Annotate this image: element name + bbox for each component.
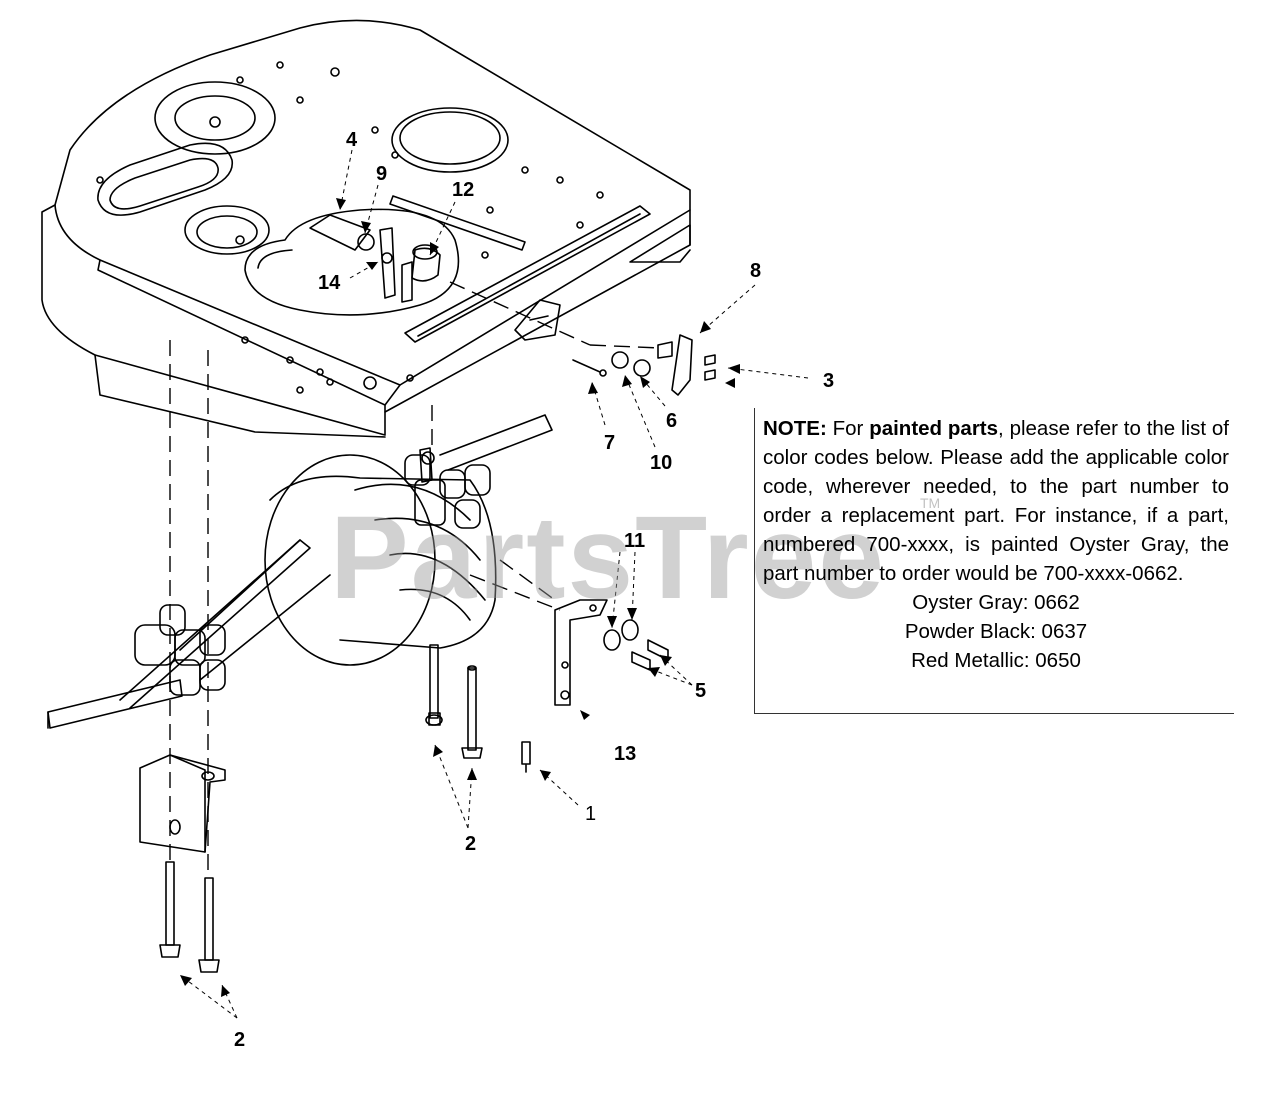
callout-14: 14 [318,272,341,294]
callout-3: 3 [823,370,834,392]
callout-11: 11 [624,530,645,552]
callout-10: 10 [650,452,672,474]
callout-12: 12 [452,179,474,201]
watermark-trademark: TM [920,495,940,511]
transaxle-assembly [47,414,553,729]
callout-1: 1 [585,803,596,825]
note-text-2: , please refer to the list of color code… [763,417,1229,585]
note-text-1: For [826,417,870,440]
callout-4: 4 [346,129,358,151]
pivot-hardware [309,214,441,303]
callout-7: 7 [604,432,615,454]
bottom-bracket [139,754,226,853]
color-code-note: NOTE: For painted parts, please refer to… [754,408,1234,714]
callout-8: 8 [750,260,761,282]
callout-2-bottom: 2 [234,1029,245,1051]
callout-6: 6 [666,410,677,432]
note-emphasis: painted parts [869,417,999,440]
callout-9: 9 [376,163,387,185]
leader-arrowheads [180,198,740,997]
color-code-oyster-gray: Oyster Gray: 0662 [912,591,1080,614]
callout-2-center: 2 [465,833,476,855]
alignment-lines [169,281,661,875]
pin-1 [521,741,531,773]
hardware-3-10 [572,334,716,396]
bolts-2 [159,665,483,973]
hardware-5-11 [603,619,669,671]
color-code-powder-black: Powder Black: 0637 [904,620,1088,643]
callout-labels: 1 2 2 3 4 5 6 7 8 9 10 11 12 13 14 [234,129,834,1051]
callout-13: 13 [614,743,636,765]
color-code-red-metallic: Red Metallic: 0650 [911,649,1081,672]
watermark-text: PartsTree [330,492,886,624]
bracket-13 [554,599,608,706]
note-paragraph: NOTE: For painted parts, please refer to… [763,414,1229,675]
frame-plate [41,19,691,438]
callout-5: 5 [695,680,706,702]
note-label: NOTE: [763,417,827,440]
